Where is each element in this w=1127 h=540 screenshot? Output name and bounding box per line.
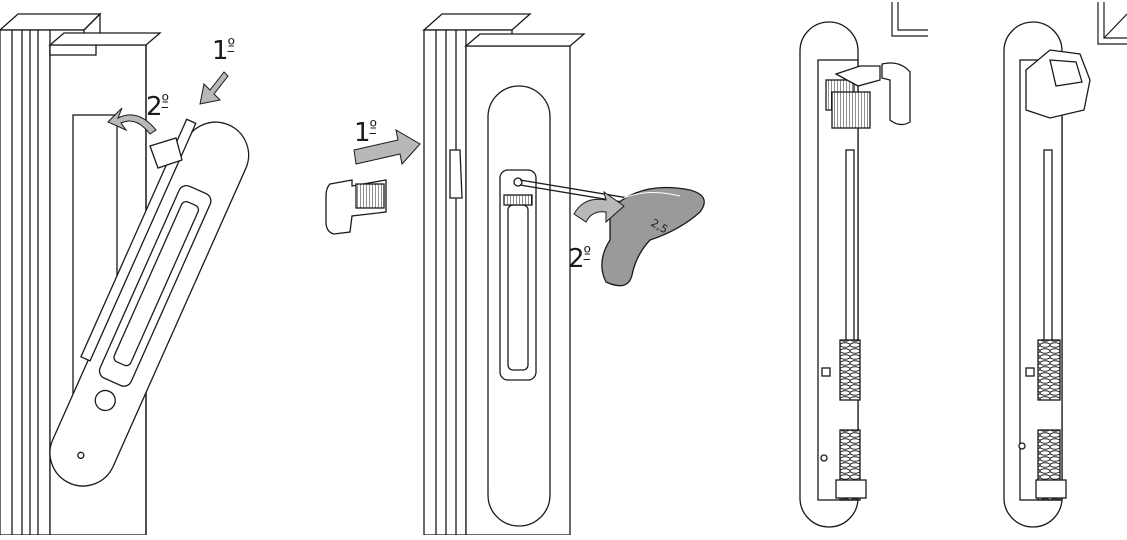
curved-arrow-icon (107, 107, 157, 135)
figure-2-lock-insertion (422, 13, 586, 536)
fig2-step1-label: 1º (354, 117, 377, 148)
ordinal-mark: º (227, 35, 235, 54)
ordinal-mark: º (369, 117, 377, 136)
figure-4-mechanism-closed (1003, 21, 1091, 528)
step-number: 1 (212, 36, 229, 66)
step-number: 1 (354, 118, 371, 148)
step-number: 2 (146, 92, 163, 122)
fig2-step2-label: 2º (568, 243, 591, 274)
lock-insert-icon (325, 179, 387, 235)
frame-corner-icon (891, 2, 928, 37)
straight-arrow-icon (199, 71, 229, 105)
figure-3-mechanism-open (799, 21, 911, 528)
curved-arrow-icon (573, 190, 625, 224)
fig1-step1-label: 1º (212, 35, 235, 66)
figure-1-handle-removal (0, 12, 250, 536)
straight-arrow-icon (353, 129, 421, 166)
allen-key-icon: 2,5 (519, 179, 705, 287)
ordinal-mark: º (161, 91, 169, 110)
step-number: 2 (568, 244, 585, 274)
ordinal-mark: º (583, 243, 591, 262)
frame-corner-icon (1097, 2, 1127, 45)
fig1-step2-label: 2º (146, 91, 169, 122)
